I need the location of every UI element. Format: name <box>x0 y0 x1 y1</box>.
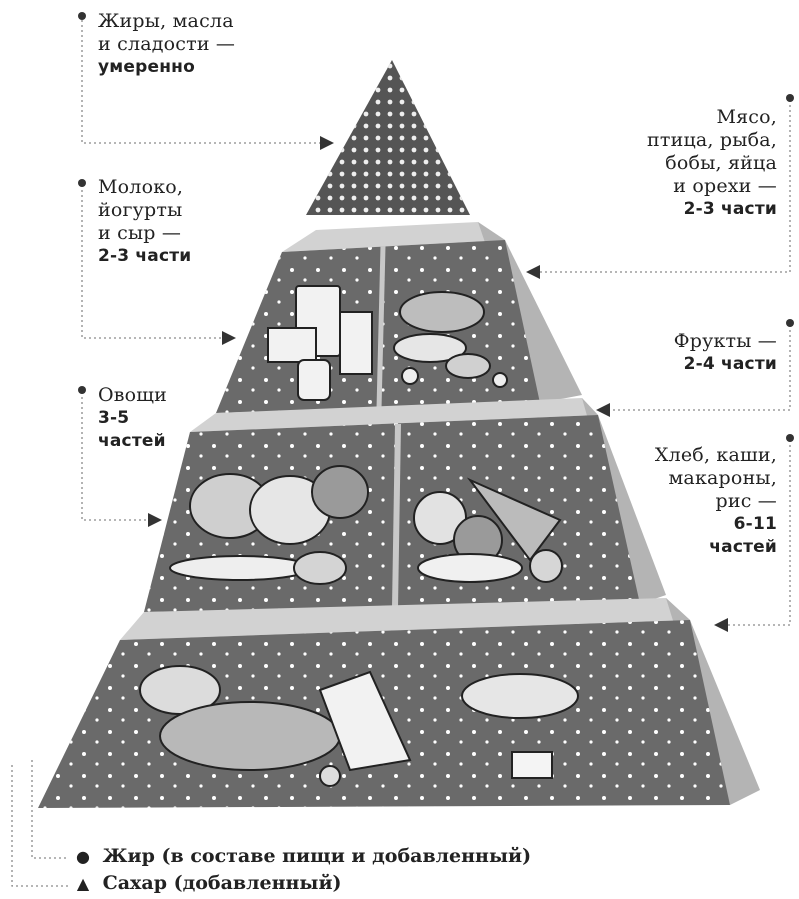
meat-illustration <box>393 291 508 388</box>
legend-sugar: ▲ Сахар (добавленный) <box>70 872 342 894</box>
fruits-line-2: 2-4 части <box>683 354 777 374</box>
meat-label: Мясо, птица, рыба, бобы, яйца и орехи — … <box>647 106 777 221</box>
fats-line-2: и сладости — <box>98 33 236 55</box>
fats-label: Жиры, масла и сладости — умеренно <box>98 10 235 79</box>
leader-lines <box>11 20 791 887</box>
legend-sugar-text: Сахар (добавленный) <box>102 872 342 894</box>
vegetables-line-1: Овощи <box>98 384 168 406</box>
circle-bullet-icon: ● <box>76 847 90 866</box>
meat-line-2: птица, рыба, <box>647 129 777 151</box>
dairy-illustration <box>267 285 373 401</box>
legend-fat-text: Жир (в составе пищи и добавленный) <box>102 845 532 867</box>
legend-fat: ● Жир (в составе пищи и добавленный) <box>70 845 531 867</box>
fruits-illustration <box>413 477 563 583</box>
dairy-line-3: и сыр — <box>98 222 182 244</box>
fats-line-3: умеренно <box>98 57 195 77</box>
vegetables-line-3: частей <box>98 431 166 451</box>
dairy-line-4: 2-3 части <box>98 246 192 266</box>
fruits-label: Фрукты — 2-4 части <box>674 330 777 376</box>
fats-line-1: Жиры, масла <box>98 10 234 32</box>
dairy-line-2: йогурты <box>98 199 183 221</box>
fruits-line-1: Фрукты — <box>673 330 777 352</box>
meat-line-3: бобы, яйца <box>665 152 777 174</box>
grains-line-1: Хлеб, каши, <box>654 444 777 466</box>
vegetables-illustration <box>169 465 369 585</box>
meat-line-5: 2-3 части <box>683 199 777 219</box>
grains-illustration <box>139 665 579 787</box>
dairy-label: Молоко, йогурты и сыр — 2-3 части <box>98 176 191 268</box>
triangle-bullet-icon: ▲ <box>76 874 90 893</box>
grains-line-5: частей <box>709 537 777 557</box>
meat-line-4: и орехи — <box>673 175 777 197</box>
grains-label: Хлеб, каши, макароны, рис — 6-11 частей <box>655 444 777 559</box>
dairy-line-1: Молоко, <box>98 176 184 198</box>
vegetables-label: Овощи 3-5 частей <box>98 384 167 453</box>
tier-dairy-meat <box>216 222 582 413</box>
grains-line-4: 6-11 <box>733 514 777 534</box>
grains-line-3: рис — <box>715 490 777 512</box>
vegetables-line-2: 3-5 <box>98 408 130 428</box>
grains-line-2: макароны, <box>668 467 777 489</box>
meat-line-1: Мясо, <box>716 106 777 128</box>
label-bullets <box>78 12 794 442</box>
